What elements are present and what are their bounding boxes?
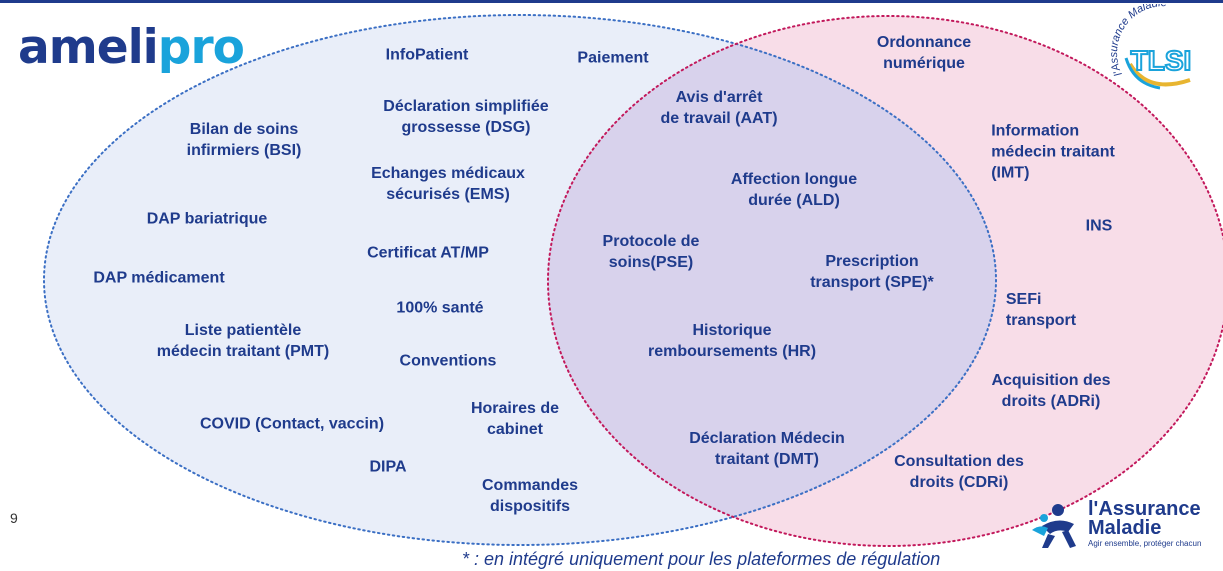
left-set-outline [43,14,997,546]
item-infopatient: InfoPatient [385,46,469,64]
tlsi-swoosh-blue-icon [1124,57,1161,90]
item-sefi-transport: SEFi transport [1005,291,1077,329]
item-dap-medicament: DAP médicament [93,269,225,287]
tlsi-center-text: TLSI [1131,45,1192,76]
footnote: * : en intégré uniquement pour les plate… [462,549,941,569]
right-set-outline [547,15,1223,547]
amelipro-logo: amelipro [18,18,245,78]
item-ins: INS [1085,217,1113,235]
assurance-maladie-line2: Maladie [1088,517,1162,539]
item-cdri: Consultation des droits (CDRi) [894,453,1024,491]
item-bsi: Bilan de soins infirmiers (BSI) [186,121,302,159]
item-aat: Avis d'arrêt de travail (AAT) [660,89,778,127]
item-adri: Acquisition des droits (ADRi) [991,372,1111,410]
item-conventions: Conventions [399,352,497,370]
logo-text-pro: pro [157,20,245,75]
item-ald: Affection longue durée (ALD) [730,171,858,209]
people-icon [1032,504,1076,548]
item-certificat-at-mp: Certificat AT/MP [367,244,489,262]
item-hr: Historique remboursements (HR) [647,322,817,360]
item-covid: COVID (Contact, vaccin) [199,415,385,433]
item-ordonnance-numerique: Ordonnance numérique [876,34,972,72]
item-100-sante: 100% santé [396,299,484,317]
item-pmt: Liste patientèle médecin traitant (PMT) [156,322,330,360]
logo-text-ameli: ameli [18,20,159,75]
page-number: 9 [10,510,18,526]
item-horaires-cabinet: Horaires de cabinet [470,400,560,438]
item-dap-bariatrique: DAP bariatrique [146,210,268,228]
item-spe: Prescription transport (SPE)* [810,253,934,291]
item-dmt: Déclaration Médecin traitant (DMT) [689,430,845,468]
item-paiement: Paiement [577,49,649,67]
top-rule [0,0,1223,3]
item-pse: Protocole de soins(PSE) [602,233,700,271]
item-dsg: Déclaration simplifiée grossesse (DSG) [383,98,549,136]
assurance-maladie-tagline: Agir ensemble, protéger chacun [1088,539,1202,548]
tlsi-swoosh-icon [1128,62,1191,87]
item-imt: Information médecin traitant (IMT) [991,122,1115,182]
assurance-maladie-line1: l'Assurance [1088,498,1201,520]
assurance-maladie-logo: l'Assurance Maladie Agir ensemble, proté… [1028,496,1218,552]
item-dipa: DIPA [369,458,407,476]
item-commandes-dispositifs: Commandes dispositifs [481,477,579,515]
tlsi-badge: l'Assurance Maladie TLSI [1108,4,1192,90]
overlap-region [548,16,996,545]
item-ems: Echanges médicaux sécurisés (EMS) [371,165,525,203]
